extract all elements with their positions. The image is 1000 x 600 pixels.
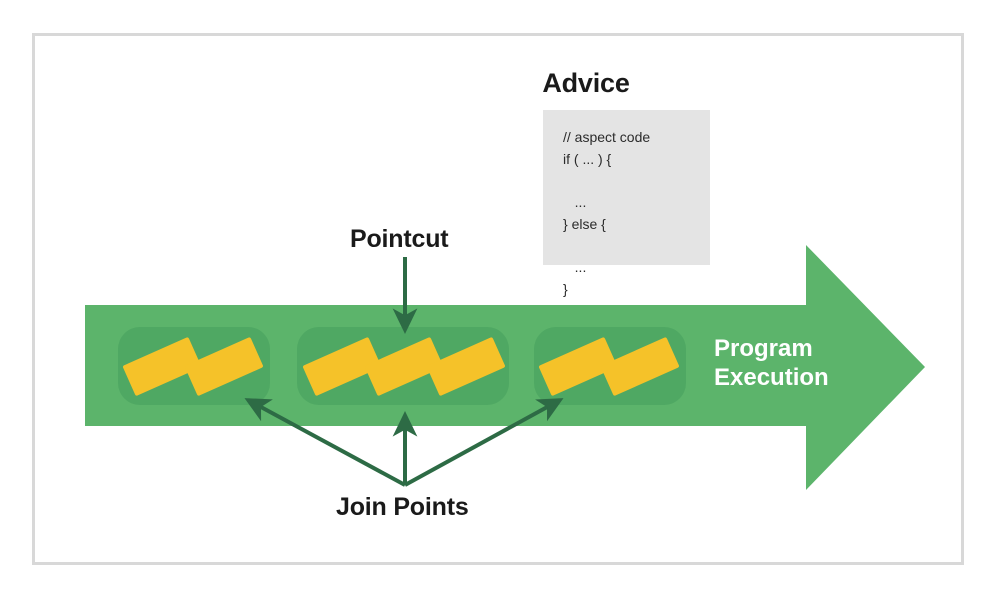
advice-code-box <box>543 110 710 265</box>
join-point-bar <box>427 337 505 396</box>
join-point-group-2 <box>297 327 509 405</box>
join-point-bar <box>601 337 679 396</box>
join-point-bar <box>303 337 381 396</box>
join-point-bar <box>185 337 263 396</box>
pointcut-label: Pointcut <box>350 225 449 253</box>
advice-title-text: Advice <box>542 68 630 98</box>
advice-code-text: // aspect code if ( ... ) { ... } else {… <box>563 129 651 297</box>
join-points-label: Join Points <box>336 493 469 521</box>
join-point-bar <box>123 337 201 396</box>
join-points-arrow-right <box>404 398 564 487</box>
advice-title: Advice <box>0 68 1000 99</box>
join-point-bar <box>365 337 443 396</box>
join-points-arrow-left <box>244 398 406 487</box>
join-points-connectors <box>244 398 564 487</box>
join-point-bar <box>539 337 617 396</box>
program-execution-label: Program Execution <box>714 334 904 393</box>
program-execution-line-2: Execution <box>714 364 829 392</box>
join-point-group-3 <box>534 327 686 405</box>
join-point-group-1 <box>118 327 270 405</box>
program-execution-line-1: Program <box>714 335 813 362</box>
